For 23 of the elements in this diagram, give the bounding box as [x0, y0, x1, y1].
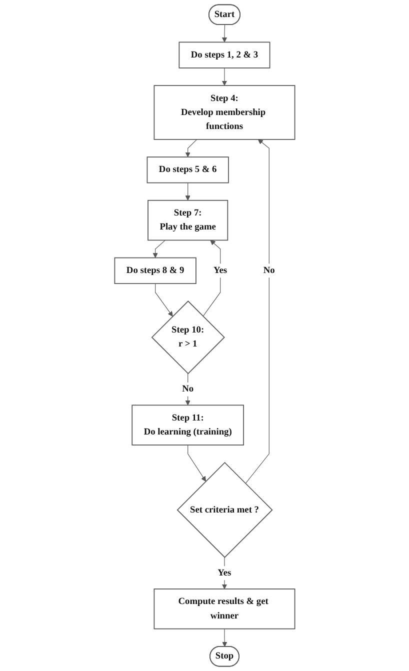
arrow: [185, 139, 197, 158]
arrow: [152, 240, 166, 258]
arrow: [185, 182, 190, 201]
node-box: Do steps 8 & 9: [114, 257, 196, 284]
node-diamond: Set criteria met ?: [176, 462, 273, 558]
node-box: Step 7: Play the game: [147, 200, 228, 241]
arrow: [202, 240, 220, 317]
edge-label: No: [182, 384, 194, 394]
edge-label: Yes: [217, 568, 231, 578]
node-box: Do steps 1, 2 & 3: [178, 42, 270, 68]
arrow: [222, 68, 227, 86]
node-box: Do steps 5 & 6: [146, 156, 229, 184]
arrow: [154, 283, 173, 317]
node-box: Compute results & get winner: [154, 588, 295, 630]
node-box: Step 11: Do learning (training): [131, 404, 244, 446]
arrow: [244, 139, 270, 484]
edge-label: Yes: [213, 265, 227, 276]
arrow: [222, 628, 227, 647]
node-box: Step 4: Develop membership functions: [154, 85, 295, 140]
edge-label: No: [263, 265, 275, 276]
node-diamond: Step 10: r > 1: [151, 300, 225, 374]
arrow: [187, 444, 206, 482]
arrow: [222, 24, 227, 42]
